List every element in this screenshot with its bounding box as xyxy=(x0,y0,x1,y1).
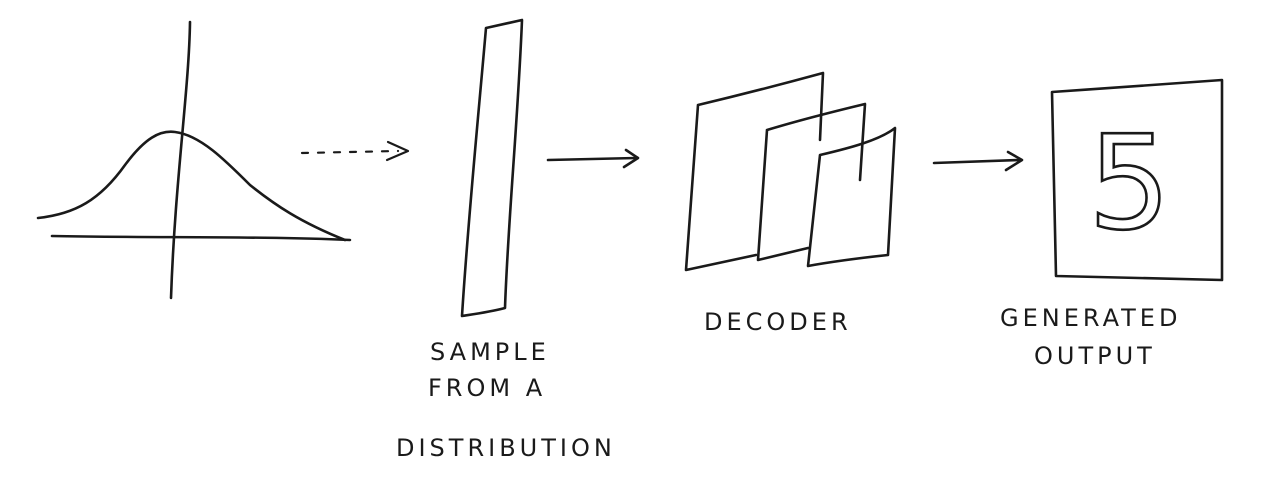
decoder-layer-3 xyxy=(806,126,897,268)
vertical-axis xyxy=(169,20,192,300)
decoder-layer-2 xyxy=(756,102,867,262)
dashed-arrow xyxy=(300,140,410,162)
gaussian-curve xyxy=(36,130,347,242)
label-output-line2: OUTPUT xyxy=(1034,342,1156,370)
label-sample-line2: FROM A xyxy=(428,374,546,402)
decoder-layers xyxy=(684,71,897,272)
label-decoder: DECODER xyxy=(704,308,852,336)
distribution-plot xyxy=(36,20,352,300)
output-digit: 5 xyxy=(1088,107,1171,259)
generated-output-frame: 5 xyxy=(1050,78,1224,282)
label-sample-line3: DISTRIBUTION xyxy=(396,434,616,462)
arrow-to-output xyxy=(932,150,1024,172)
label-sample-line1: SAMPLE xyxy=(430,338,550,366)
latent-vector-bar xyxy=(460,18,524,318)
decoder-layer-1 xyxy=(684,71,825,272)
horizontal-axis xyxy=(50,234,352,242)
label-output-line1: GENERATED xyxy=(1000,304,1181,332)
arrow-to-decoder xyxy=(546,148,640,169)
